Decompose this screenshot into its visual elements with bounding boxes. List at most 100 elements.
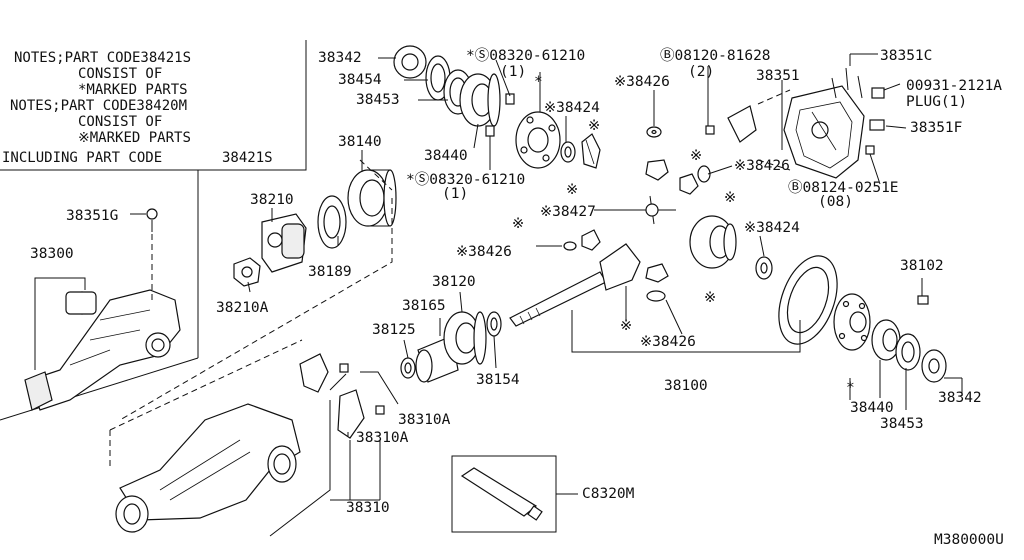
pinion-gear-b	[679, 173, 699, 195]
label-38426-d: ※38426	[640, 334, 696, 350]
label-38454: 38454	[338, 72, 382, 88]
label-38189: 38189	[308, 264, 352, 280]
bearing-38140	[347, 169, 397, 227]
bearing-38120	[443, 311, 487, 365]
mark-asterisk-1: *	[534, 74, 543, 90]
bearing-38440-top	[459, 73, 501, 127]
companion-flange-38210	[261, 213, 307, 273]
marks: * ※ ※ ※ ※ ※ ※ ※ *	[512, 74, 855, 396]
label-38426-a: ※38426	[614, 74, 670, 90]
thrust-washer-38424-a	[560, 141, 576, 163]
grease-box-c8320m	[451, 455, 578, 533]
mount-bracket-38310a	[299, 353, 385, 439]
cross-shaft-38427	[628, 195, 676, 225]
label-38102: 38102	[900, 258, 944, 274]
pinion-washer-38426-a	[646, 126, 662, 138]
drive-pinion-38100	[509, 243, 641, 327]
mark-kome-4: ※	[724, 190, 736, 206]
label-38440-bot: 38440	[850, 400, 894, 416]
label-38310a-2: 38310A	[356, 430, 409, 446]
mark-kome-7: ※	[620, 318, 632, 334]
note-line-2: CONSIST OF	[78, 66, 162, 82]
label-38453-top: 38453	[356, 92, 400, 108]
label-38440-top: 38440	[424, 148, 468, 164]
label-bolt-b-top: Ⓑ08120-81628	[660, 47, 771, 64]
note-line-7-code: 38421S	[222, 150, 273, 166]
washer-38426-c	[563, 241, 577, 251]
label-bolt-s-bot-qty: (1)	[442, 186, 468, 202]
label-38165: 38165	[402, 298, 446, 314]
label-38210: 38210	[250, 192, 294, 208]
note-line-7: INCLUDING PART CODE	[2, 150, 162, 166]
mark-asterisk-2: *	[846, 380, 855, 396]
label-38300: 38300	[30, 246, 74, 262]
note-line-6: ※MARKED PARTS	[78, 130, 191, 146]
notes-box: NOTES;PART CODE38421S CONSIST OF *MARKED…	[0, 40, 307, 421]
label-c8320m: C8320M	[582, 486, 635, 502]
label-38426-c: ※38426	[456, 244, 512, 260]
bracket-38351-top	[705, 105, 757, 143]
label-38310: 38310	[346, 500, 390, 516]
label-38140: 38140	[338, 134, 382, 150]
washer-38424-b	[755, 256, 773, 280]
spacer-38125	[400, 357, 416, 379]
label-38342-bot: 38342	[938, 390, 982, 406]
rear-differential-carrier-38310	[115, 403, 301, 533]
rear-cover-38351	[783, 85, 865, 179]
leader-lines	[130, 53, 963, 410]
label-38424-b: ※38424	[744, 220, 800, 236]
bolt-38102	[917, 295, 929, 305]
label-38342-top: 38342	[318, 50, 362, 66]
label-38453-bot: 38453	[880, 416, 924, 432]
side-gear-a	[581, 133, 601, 169]
note-line-3: *MARKED PARTS	[78, 82, 188, 98]
mark-kome-1: ※	[588, 118, 600, 134]
diagram-code: M380000U	[934, 532, 1004, 548]
bearing-38342-bot	[921, 349, 947, 383]
seal-38453-bot	[895, 333, 921, 371]
stud-38351c	[831, 67, 863, 99]
pinion-gear-a	[645, 159, 669, 181]
mark-kome-6: ※	[704, 290, 716, 306]
label-38351c: 38351C	[880, 48, 932, 64]
breather-38351g	[146, 208, 158, 300]
label-38125: 38125	[372, 322, 416, 338]
mark-kome-3: ※	[690, 148, 702, 164]
label-bolt-s-bot: *Ⓢ08320-61210	[406, 171, 525, 188]
diff-case-right	[833, 293, 871, 351]
plug-38351f	[869, 119, 885, 131]
label-38424-a: ※38424	[544, 100, 600, 116]
label-bolt-b-bot-qty: (08)	[818, 194, 853, 210]
label-38351g: 38351G	[66, 208, 118, 224]
washer-38426-d	[646, 290, 666, 302]
label-38351: 38351	[756, 68, 800, 84]
differential-assembly	[24, 289, 181, 411]
mark-kome-2: ※	[566, 182, 578, 198]
mark-kome-5: ※	[512, 216, 524, 232]
oil-seal-38189	[317, 195, 347, 249]
nut-38210a	[233, 257, 261, 287]
label-38100: 38100	[664, 378, 708, 394]
label-38310a-1: 38310A	[398, 412, 451, 428]
label-38351f: 38351F	[910, 120, 962, 136]
label-bolt-s-top: *Ⓢ08320-61210	[466, 47, 585, 64]
note-line-4: NOTES;PART CODE38420M	[10, 98, 187, 114]
bearing-38440-bot	[871, 319, 901, 361]
label-bolt-s-top-qty: (1)	[500, 64, 526, 80]
label-bolt-b-bot: Ⓑ08124-0251E	[788, 179, 899, 196]
part-labels: 38342 38454 38453 38440 *Ⓢ08320-61210 (1…	[30, 47, 1004, 548]
label-00931: 00931-2121A	[906, 78, 1002, 94]
label-38154: 38154	[476, 372, 520, 388]
diff-case	[515, 111, 561, 169]
note-line-1: NOTES;PART CODE38421S	[14, 50, 191, 66]
pinion-gear-d	[645, 263, 669, 283]
pinion-gear-c	[581, 229, 601, 251]
side-gear-b	[689, 215, 737, 269]
bolt-08124	[865, 145, 875, 155]
label-38427: ※38427	[540, 204, 596, 220]
washer-38426-b	[697, 165, 711, 183]
label-bolt-b-top-qty: (2)	[688, 64, 714, 80]
label-plug: PLUG(1)	[906, 94, 967, 110]
